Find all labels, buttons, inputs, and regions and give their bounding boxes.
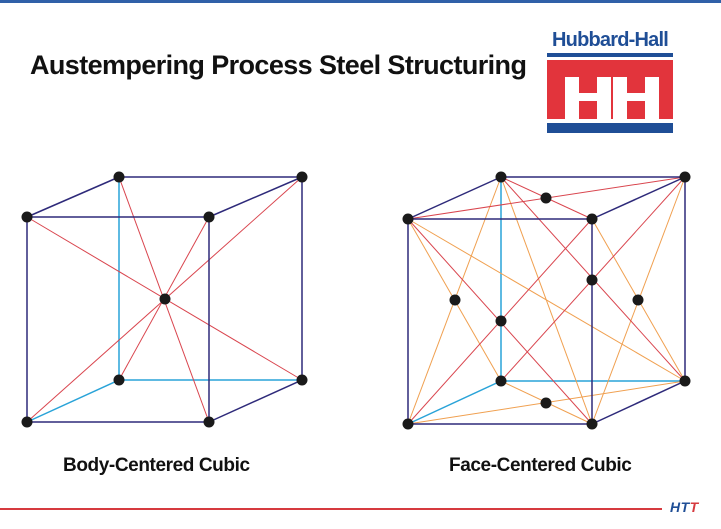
fcc-face-atom-bottom — [540, 397, 552, 409]
fcc-face-atom-top — [540, 192, 552, 204]
bcc-corner-atom — [21, 211, 33, 223]
fcc-corner-atom — [495, 375, 507, 387]
hubbard-hall-logo: Hubbard-Hall — [545, 28, 675, 134]
fcc-face-atom-left — [449, 294, 461, 306]
body-centered-cubic-diagram — [21, 171, 308, 428]
fcc-hidden-edges — [407, 177, 685, 425]
fcc-face-atom-back — [586, 274, 598, 286]
bcc-caption: Body-Centered Cubic — [63, 455, 250, 476]
logo-hh-mark — [547, 53, 673, 133]
fcc-corner-atom — [586, 418, 598, 430]
bcc-corner-atom — [203, 211, 215, 223]
fcc-face-atom-right — [632, 294, 644, 306]
htt-footer-logo: HTT — [670, 499, 699, 515]
bcc-corner-atom — [296, 374, 308, 386]
face-centered-cubic-diagram — [402, 171, 691, 430]
htt-logo-prefix: HT — [670, 499, 690, 515]
fcc-face-atom-front — [495, 315, 507, 327]
top-accent-bar — [0, 0, 721, 3]
fcc-corner-atom — [679, 171, 691, 183]
bcc-hidden-edges — [26, 177, 302, 423]
slide-title: Austempering Process Steel Structuring — [30, 50, 527, 80]
bcc-edges — [26, 176, 303, 423]
bcc-corner-atom — [113, 171, 125, 183]
bcc-corner-atom — [203, 416, 215, 428]
bcc-corner-atom — [296, 171, 308, 183]
bottom-accent-line — [0, 508, 662, 510]
fcc-edges — [407, 176, 686, 425]
fcc-corner-atom — [586, 213, 598, 225]
bcc-center-atom — [159, 293, 171, 305]
fcc-caption: Face-Centered Cubic — [449, 455, 632, 476]
fcc-corner-atom — [495, 171, 507, 183]
htt-logo-suffix: T — [689, 499, 699, 515]
bcc-atoms — [21, 171, 308, 428]
fcc-corner-atom — [402, 418, 414, 430]
fcc-atoms — [402, 171, 691, 430]
bcc-corner-atom — [113, 374, 125, 386]
bcc-corner-atom — [21, 416, 33, 428]
logo-wordmark: Hubbard-Hall — [552, 29, 669, 51]
fcc-corner-atom — [679, 375, 691, 387]
fcc-corner-atom — [402, 213, 414, 225]
